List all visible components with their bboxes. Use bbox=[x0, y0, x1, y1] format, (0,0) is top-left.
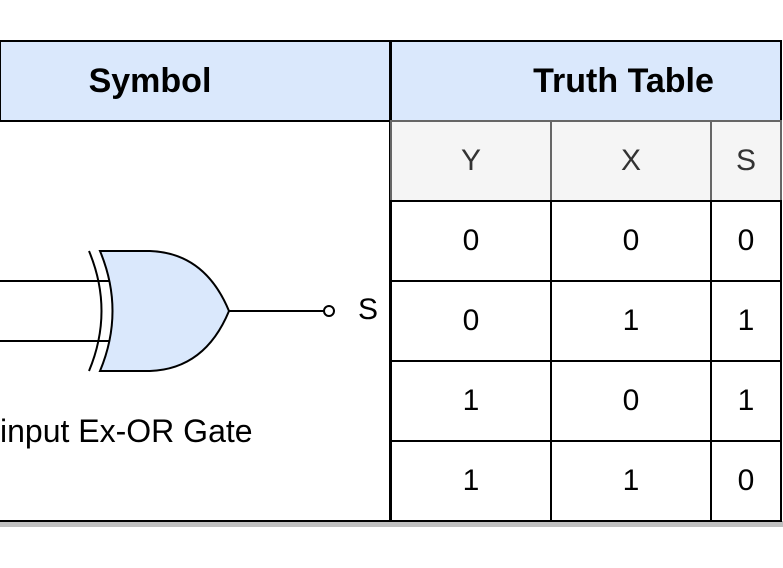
xor-gate-symbol bbox=[0, 250, 335, 372]
truth-table-header: Truth Table bbox=[390, 40, 782, 122]
table-cell: 1 bbox=[550, 440, 712, 522]
cell-value: 1 bbox=[737, 304, 755, 337]
table-cell: 1 bbox=[710, 280, 782, 362]
column-header-text: S bbox=[735, 144, 756, 177]
column-header-x: X bbox=[550, 120, 712, 202]
cell-value: 0 bbox=[462, 224, 480, 257]
table-cell: 1 bbox=[390, 440, 552, 522]
cell-value: 0 bbox=[737, 464, 755, 497]
table-cell: 1 bbox=[550, 280, 712, 362]
table-cell: 0 bbox=[550, 360, 712, 442]
column-header-y: Y bbox=[390, 120, 552, 202]
symbol-header-text: Symbol bbox=[88, 61, 212, 100]
column-header-text: X bbox=[620, 144, 641, 177]
cell-value: 1 bbox=[462, 384, 480, 417]
table-cell: 1 bbox=[710, 360, 782, 442]
cell-value: 1 bbox=[737, 384, 755, 417]
column-header-s: S bbox=[710, 120, 782, 202]
table-cell: 0 bbox=[550, 200, 712, 282]
gate-body bbox=[98, 250, 231, 372]
gate-caption: input Ex-OR Gate bbox=[0, 413, 253, 449]
cell-value: 0 bbox=[622, 384, 640, 417]
output-label: S bbox=[358, 293, 379, 326]
cell-value: 1 bbox=[622, 464, 640, 497]
cell-value: 0 bbox=[462, 304, 480, 337]
table-cell: 0 bbox=[390, 200, 552, 282]
table-shadow bbox=[0, 521, 783, 527]
table-cell: 0 bbox=[710, 200, 782, 282]
table-cell: 0 bbox=[710, 440, 782, 522]
cell-value: 0 bbox=[737, 224, 755, 257]
symbol-header: Symbol bbox=[0, 40, 391, 122]
output-terminal bbox=[323, 305, 335, 317]
cell-value: 1 bbox=[462, 464, 480, 497]
column-header-text: Y bbox=[460, 144, 481, 177]
xor-extra-curve bbox=[88, 250, 103, 372]
truth-table-header-text: Truth Table bbox=[533, 61, 714, 100]
cell-value: 1 bbox=[622, 304, 640, 337]
table-cell: 0 bbox=[390, 280, 552, 362]
cell-value: 0 bbox=[622, 224, 640, 257]
table-cell: 1 bbox=[390, 360, 552, 442]
